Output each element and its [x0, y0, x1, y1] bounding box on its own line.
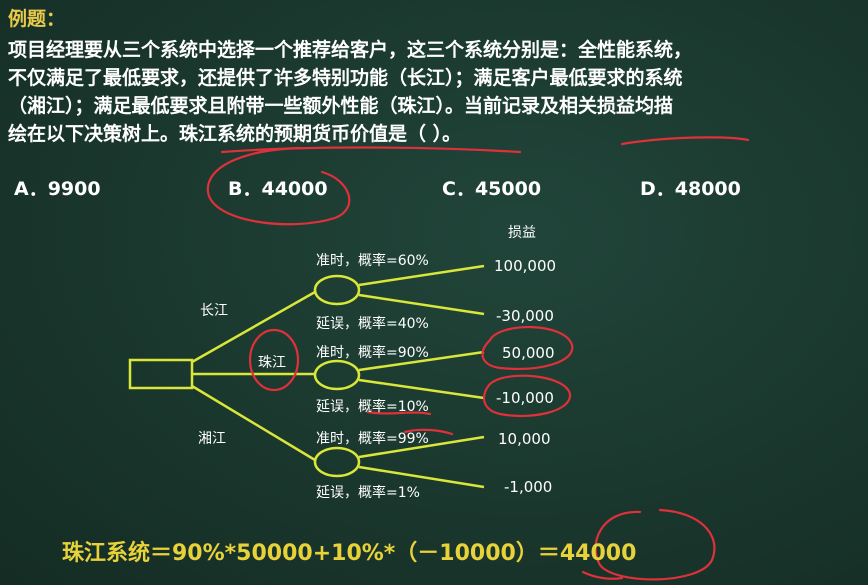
option-c: C．45000 — [442, 178, 542, 200]
problem-line: 绘在以下决策树上。珠江系统的预期货币价值是（ ）。 — [8, 123, 462, 145]
circle-annotation-payoff — [482, 374, 572, 418]
option-b: B．44000 — [228, 178, 328, 200]
payoff-value: -30,000 — [496, 307, 554, 325]
outcome-line — [358, 435, 485, 459]
example-heading: 例题： — [8, 8, 66, 30]
branch-label-xiangjiang: 湘江 — [198, 431, 226, 447]
underline-annotation — [581, 570, 624, 580]
outcome-label: 准时，概率=90% — [316, 345, 429, 361]
payoff-value: -1,000 — [504, 478, 553, 496]
chance-node-changjiang — [313, 274, 361, 306]
outcome-line — [358, 350, 485, 372]
payoff-header: 损益 — [508, 225, 536, 241]
branch-label-changjiang: 长江 — [200, 303, 228, 319]
problem-line: 不仅满足了最低要求，还提供了许多特别功能（长江）；满足客户最低要求的系统 — [8, 67, 683, 89]
problem-line: （湘江）；满足最低要求且附带一些额外性能（珠江）。当前记录及相关损益均描 — [8, 95, 674, 117]
answer-options: A．9900 B．44000 C．45000 D．48000 — [0, 174, 868, 204]
branch-line-xiangjiang — [191, 384, 316, 462]
outcome-label: 准时，概率=99% — [316, 431, 429, 447]
chance-node-zhujiang — [313, 359, 361, 391]
payoff-value: -10,000 — [496, 389, 554, 407]
outcome-label: 延误，概率=10% — [316, 399, 429, 415]
problem-statement: 项目经理要从三个系统中选择一个推荐给客户，这三个系统分别是：全性能系统， 不仅满… — [8, 36, 863, 148]
underline-annotation — [620, 136, 750, 146]
option-a: A．9900 — [14, 178, 101, 200]
payoff-value: 10,000 — [498, 430, 551, 448]
chance-node-xiangjiang — [313, 446, 361, 478]
circle-annotation-answer — [594, 508, 716, 581]
payoff-value: 100,000 — [494, 257, 557, 275]
outcome-label: 延误，概率=40% — [316, 316, 429, 332]
outcome-line — [358, 264, 485, 287]
option-d: D．48000 — [640, 178, 741, 200]
branch-label-zhujiang: 珠江 — [258, 355, 286, 371]
payoff-value: 50,000 — [502, 344, 555, 362]
branch-line-changjiang — [191, 290, 316, 364]
circle-annotation-option-b — [206, 146, 351, 226]
outcome-label: 准时，概率=60% — [316, 253, 429, 269]
outcome-line — [358, 293, 485, 316]
problem-line: 项目经理要从三个系统中选择一个推荐给客户，这三个系统分别是：全性能系统， — [8, 39, 693, 61]
underline-annotation — [220, 146, 522, 154]
outcome-line — [358, 465, 485, 489]
outcome-line — [358, 378, 485, 400]
circle-annotation-payoff — [481, 325, 574, 370]
underline-annotation — [403, 428, 454, 436]
emv-formula: 珠江系统＝90%*50000+10%*（－10000）＝44000 — [62, 541, 637, 566]
circle-annotation-zhujiang — [248, 328, 300, 392]
decision-node — [128, 358, 194, 390]
outcome-label: 延误，概率=1% — [316, 485, 420, 501]
underline-annotation — [366, 410, 432, 416]
